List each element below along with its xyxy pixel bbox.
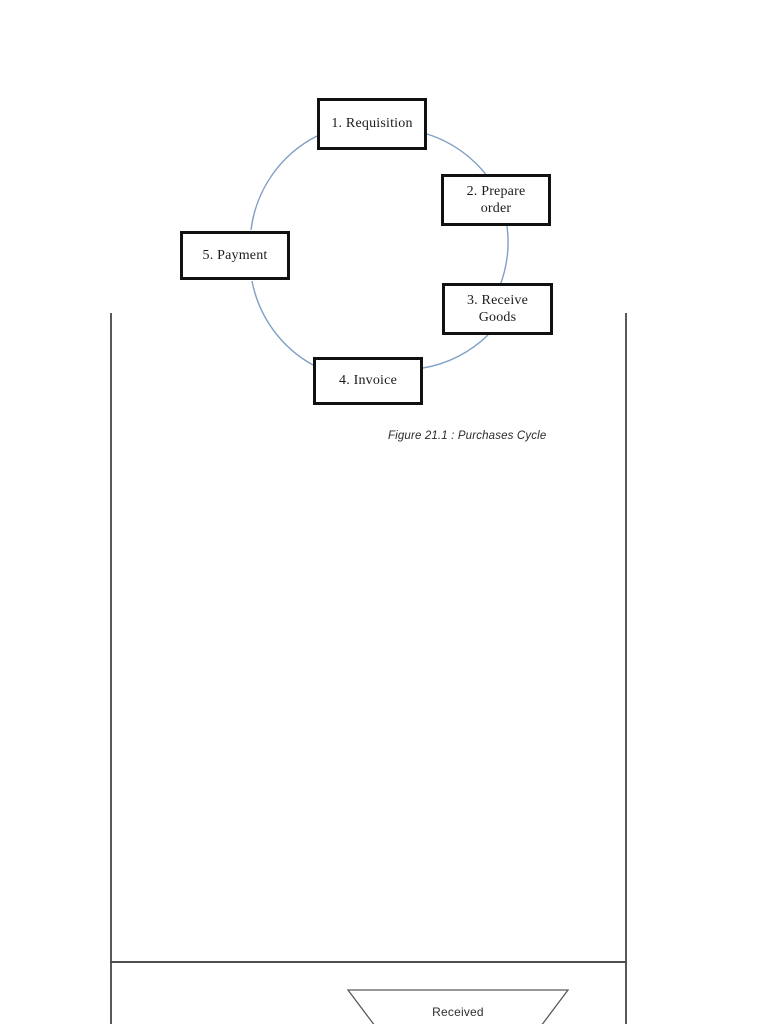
received-trapezoid: Received bbox=[344, 988, 572, 1024]
cycle-node-invoice[interactable]: 4. Invoice bbox=[313, 357, 423, 405]
trapezoid-icon bbox=[346, 989, 570, 1024]
cycle-node-invoice-label: 4. Invoice bbox=[339, 373, 397, 389]
cycle-node-requisition-label: 1. Requisition bbox=[331, 116, 413, 132]
cycle-node-payment-label: 5. Payment bbox=[202, 247, 268, 263]
purchases-cycle-diagram: 1. Requisition 2. Prepare order 3. Recei… bbox=[0, 0, 768, 470]
frame-left-rule bbox=[110, 313, 112, 1024]
cycle-node-requisition[interactable]: 1. Requisition bbox=[317, 98, 427, 150]
cycle-node-receive-goods[interactable]: 3. Receive Goods bbox=[442, 283, 553, 335]
lower-frame-region bbox=[110, 313, 627, 1024]
received-label: Received bbox=[432, 1005, 484, 1019]
frame-right-rule bbox=[625, 313, 627, 1024]
figure-caption: Figure 21.1 : Purchases Cycle bbox=[388, 430, 547, 442]
cycle-node-prepare-order[interactable]: 2. Prepare order bbox=[441, 174, 551, 226]
cycle-node-payment[interactable]: 5. Payment bbox=[180, 231, 290, 280]
frame-divider-rule bbox=[110, 961, 627, 963]
cycle-node-receive-goods-label: 3. Receive Goods bbox=[466, 292, 529, 325]
cycle-node-prepare-order-label: 2. Prepare order bbox=[466, 183, 526, 216]
